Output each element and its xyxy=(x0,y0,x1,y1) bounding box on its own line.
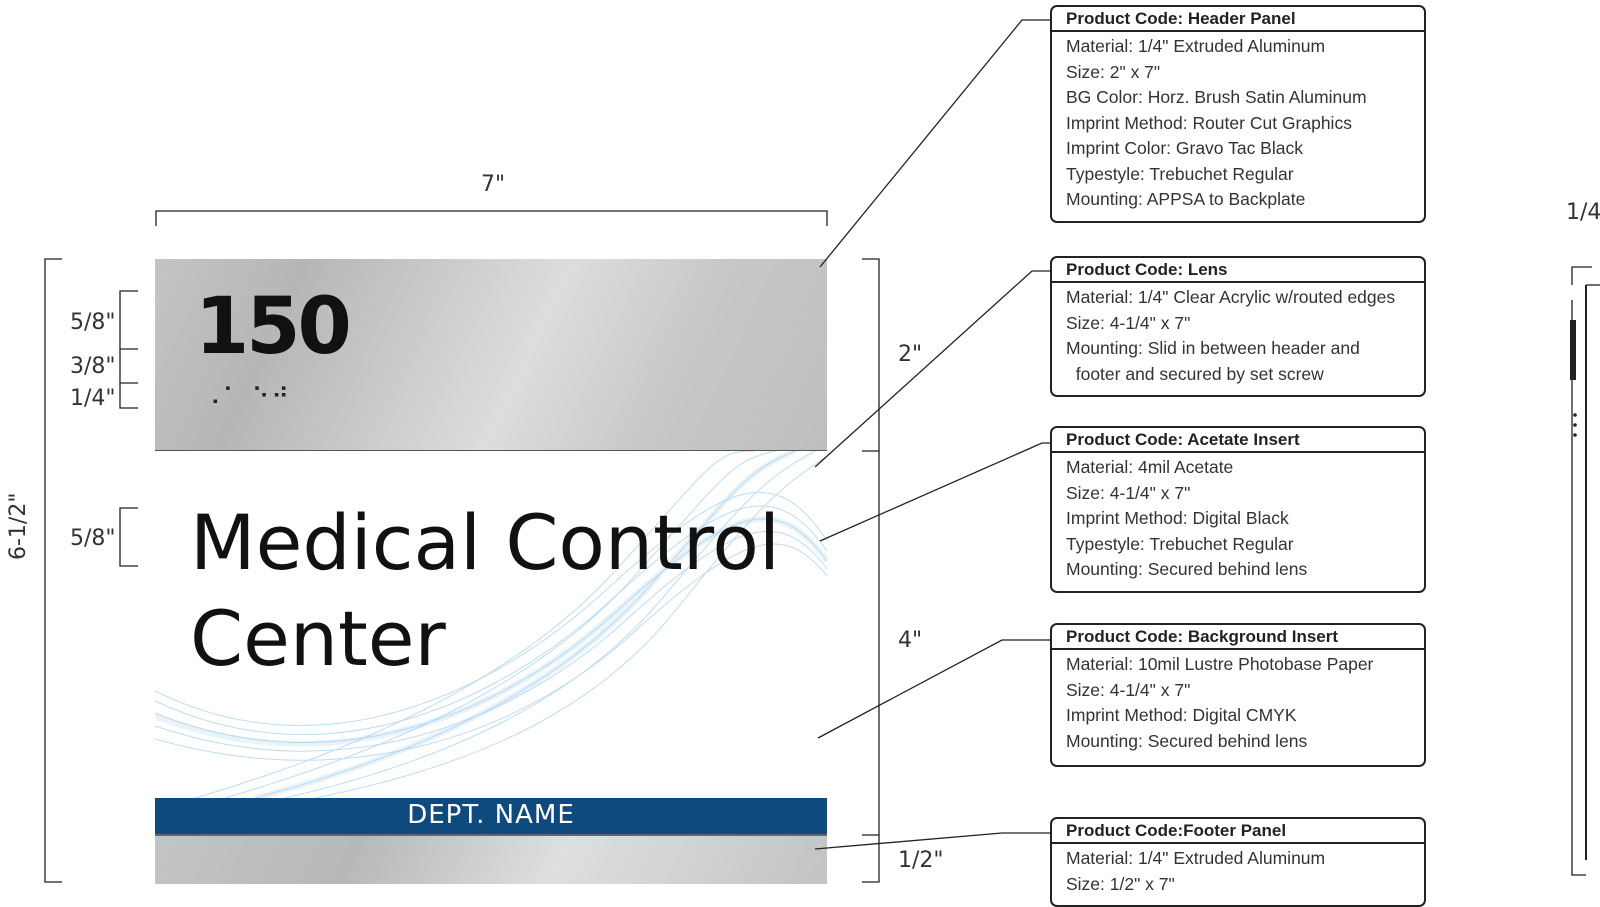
callout-line: footer and secured by set screw xyxy=(1066,363,1324,384)
callout-line: Typestyle: Trebuchet Regular xyxy=(1066,163,1294,184)
header-height-dim-label: 2" xyxy=(898,342,923,367)
lens-height-dim-label: 4" xyxy=(898,628,923,653)
callout-line: Imprint Method: Router Cut Graphics xyxy=(1066,112,1352,133)
callout-line: Material: 1/4" Extruded Aluminum xyxy=(1066,36,1326,56)
title-height-dim-label: 5/8" xyxy=(70,526,116,551)
callout-line: Imprint Method: Digital CMYK xyxy=(1066,705,1297,725)
callout-background-insert: Product Code: Background Insert Material… xyxy=(1050,623,1426,767)
callout-line: Size: 2" x 7" xyxy=(1066,61,1161,82)
footer-height-dim-label: 1/2" xyxy=(898,848,944,873)
callout-title: Product Code: Acetate Insert xyxy=(1052,428,1424,453)
room-number: 150 xyxy=(195,282,352,372)
background-insert xyxy=(155,451,827,798)
number-height-dim-label: 5/8" xyxy=(70,310,116,335)
callout-line: Mounting: Secured behind lens xyxy=(1066,559,1308,579)
callout-footer-panel: Product Code:Footer Panel Material: 1/4"… xyxy=(1050,817,1426,907)
callout-line: Size: 1/2" x 7" xyxy=(1066,873,1175,894)
callout-line: Imprint Method: Digital Black xyxy=(1066,508,1289,528)
dept-name: DEPT. NAME xyxy=(407,800,575,830)
footer-panel xyxy=(155,834,827,884)
callout-line: Imprint Color: Gravo Tac Black xyxy=(1066,138,1303,158)
braille-height-dim-label: 1/4" xyxy=(70,386,116,411)
callout-line: Typestyle: Trebuchet Regular xyxy=(1066,533,1294,554)
callout-lens: Product Code: Lens Material: 1/4" Clear … xyxy=(1050,256,1426,397)
room-title-line-2: Center xyxy=(190,594,446,683)
callout-title: Product Code: Lens xyxy=(1052,258,1424,283)
callout-header-panel: Product Code: Header Panel Material: 1/4… xyxy=(1050,5,1426,223)
callout-line: Mounting: Secured behind lens xyxy=(1066,730,1308,751)
callout-line: Material: 4mil Acetate xyxy=(1066,457,1234,477)
callout-line: Material: 10mil Lustre Photobase Paper xyxy=(1066,654,1374,674)
callout-title: Product Code:Footer Panel xyxy=(1052,819,1424,844)
callout-line: Mounting: APPSA to Backplate xyxy=(1066,189,1306,209)
callout-line: Material: 1/4" Extruded Aluminum xyxy=(1066,848,1326,868)
callout-line: Size: 4-1/4" x 7" xyxy=(1066,312,1191,333)
callout-line: Mounting: Slid in between header and xyxy=(1066,338,1360,358)
callout-line: BG Color: Horz. Brush Satin Aluminum xyxy=(1066,87,1367,107)
dimension-lines xyxy=(44,19,1600,883)
gap-dim-label: 3/8" xyxy=(70,354,116,379)
callout-title: Product Code: Header Panel xyxy=(1052,7,1424,32)
overall-height-dim-label: 6-1/2" xyxy=(6,492,31,560)
callout-line: Size: 4-1/4" x 7" xyxy=(1066,679,1191,700)
callout-line: Material: 1/4" Clear Acrylic w/routed ed… xyxy=(1066,287,1396,307)
braille-dots: ⠠⠁ ⠑⠚ xyxy=(203,383,291,411)
room-title-line-1: Medical Control xyxy=(190,498,781,587)
wave-graphic xyxy=(155,451,827,798)
dept-name-bar xyxy=(155,798,827,834)
width-dim-label: 7" xyxy=(481,172,506,197)
callout-title: Product Code: Background Insert xyxy=(1052,625,1424,650)
thickness-dim-label: 1/4 xyxy=(1566,200,1600,225)
header-panel xyxy=(155,259,827,452)
callout-acetate-insert: Product Code: Acetate Insert Material: 4… xyxy=(1050,426,1426,593)
callout-line: Size: 4-1/4" x 7" xyxy=(1066,482,1191,503)
